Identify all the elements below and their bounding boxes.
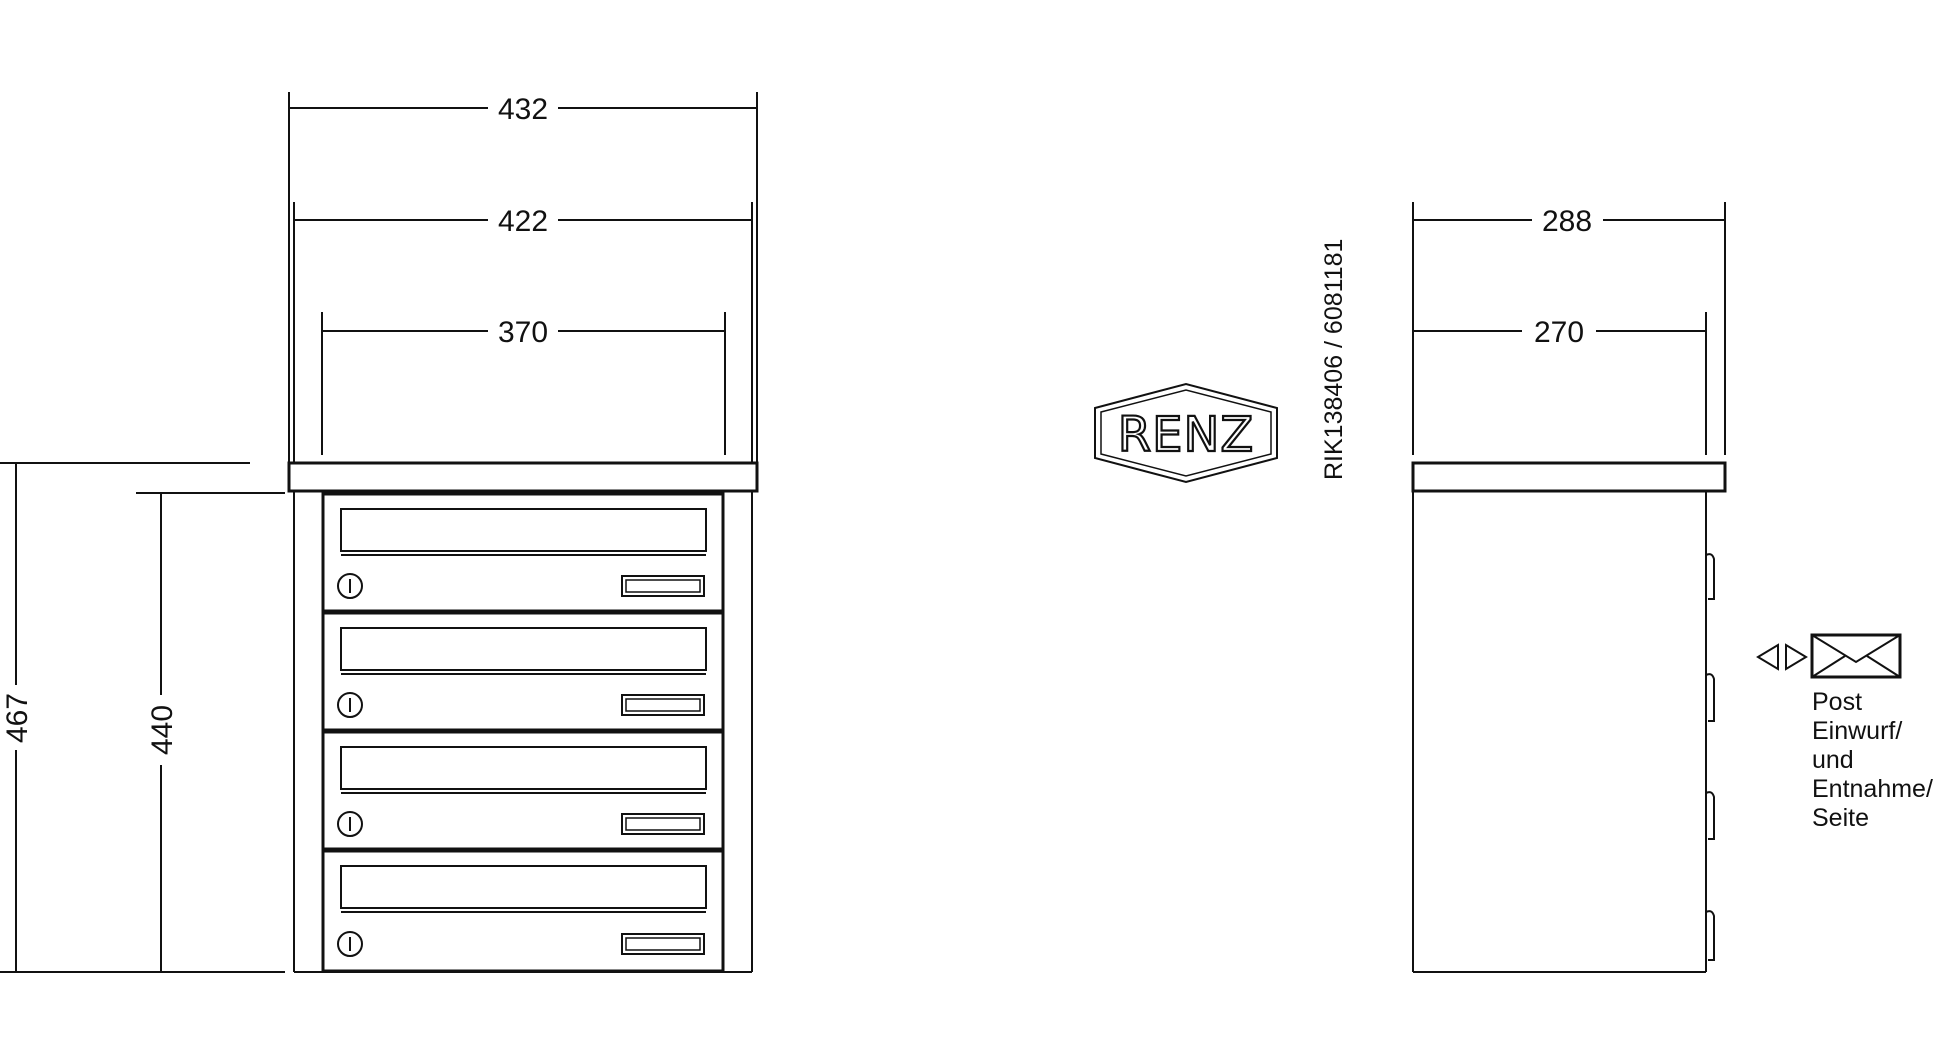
mail-slot xyxy=(340,746,707,790)
legend-line-1: Post xyxy=(1812,688,1862,716)
dimension-body-depth: 270 xyxy=(1413,312,1707,455)
legend-line-4: Entnahme/ xyxy=(1812,775,1933,803)
dimension-body-width: 422 xyxy=(293,202,753,462)
legend-line-3: und xyxy=(1812,746,1854,774)
name-plate xyxy=(621,813,705,835)
name-plate xyxy=(621,575,705,597)
side-roof xyxy=(1411,461,1727,493)
lock-icon xyxy=(337,692,363,718)
dimension-body-height: 440 xyxy=(136,492,285,972)
dimension-inner-width: 370 xyxy=(321,312,726,455)
mail-slot xyxy=(340,627,707,671)
envelope-icon xyxy=(1810,633,1902,679)
dim-label-370: 370 xyxy=(498,316,548,349)
side-hinge-1 xyxy=(1705,553,1715,600)
front-roof xyxy=(287,461,759,493)
mailbox-4 xyxy=(321,849,725,973)
mailbox-1 xyxy=(321,492,725,613)
side-body xyxy=(1412,491,1707,973)
article-code: RIK138406 / 6081181 xyxy=(1320,239,1348,480)
side-hinge-2 xyxy=(1705,673,1715,722)
side-hinge-4 xyxy=(1705,910,1715,961)
dim-label-422: 422 xyxy=(498,205,548,238)
dim-label-288: 288 xyxy=(1542,205,1592,238)
name-plate xyxy=(621,694,705,716)
dim-label-432: 432 xyxy=(498,93,548,126)
dimension-overall-height: 467 xyxy=(0,462,285,973)
logo-text: RENZ xyxy=(1118,407,1254,463)
legend-line-2: Einwurf/ xyxy=(1812,717,1902,745)
mailbox-3 xyxy=(321,730,725,851)
lock-icon xyxy=(337,811,363,837)
lock-icon xyxy=(337,573,363,599)
dim-label-467: 467 xyxy=(1,693,34,743)
mail-slot xyxy=(340,865,707,909)
dimension-overall-depth: 288 xyxy=(1412,202,1726,455)
legend-line-5: Seite xyxy=(1812,804,1869,832)
legend: Post Einwurf/ und Entnahme/ Seite xyxy=(1756,633,1933,832)
mailbox-2 xyxy=(321,611,725,732)
dim-label-270: 270 xyxy=(1534,316,1584,349)
renz-logo: RENZ xyxy=(1094,382,1278,484)
side-hinge-3 xyxy=(1705,791,1715,840)
lock-icon xyxy=(337,931,363,957)
name-plate xyxy=(621,933,705,955)
dim-label-440: 440 xyxy=(146,705,179,755)
dimension-overall-width: 432 xyxy=(288,92,758,462)
double-arrow-icon xyxy=(1756,643,1808,671)
mail-slot xyxy=(340,508,707,552)
front-view: 432 422 370 467 xyxy=(0,92,759,973)
side-view: 288 270 xyxy=(1411,202,1727,973)
